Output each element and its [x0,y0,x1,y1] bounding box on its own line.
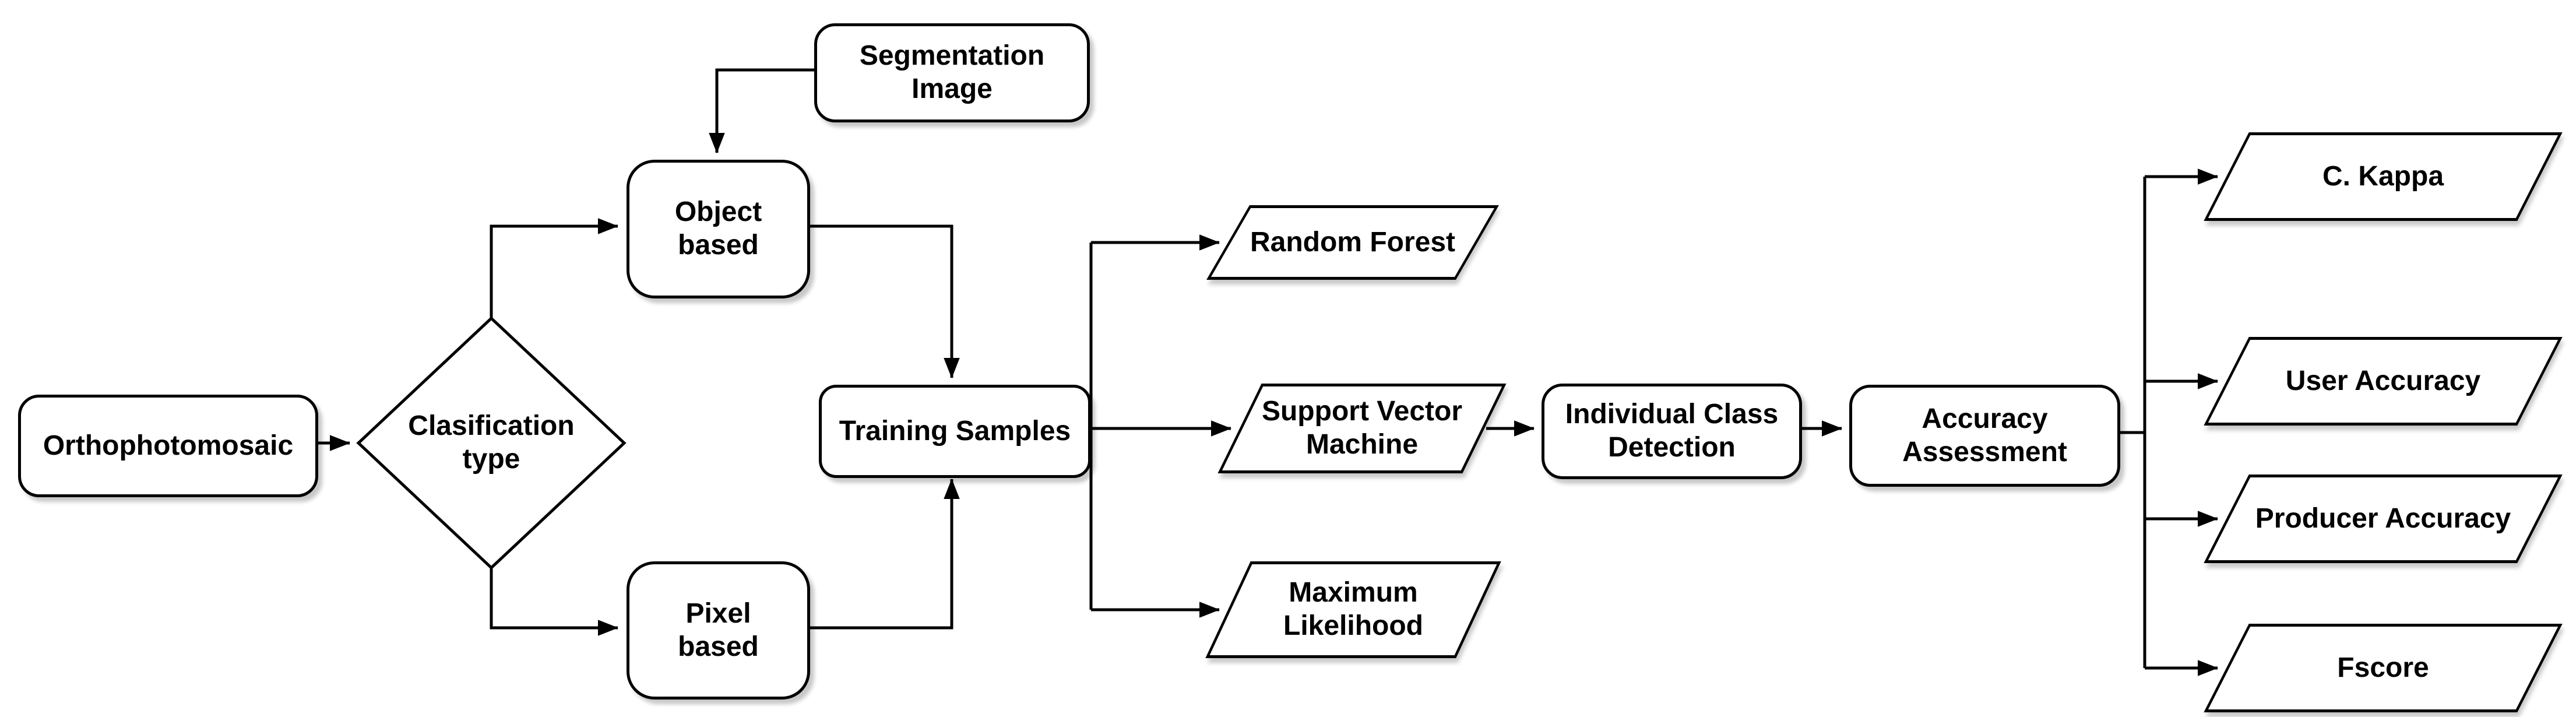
node-individual-class-detection-label: Individual Class Detection [1565,399,1779,463]
node-segmentation-image: Segmentation Image [814,23,1090,122]
node-object-based-label: Object based [674,196,762,261]
node-training-samples-label: Training Samples [839,415,1071,447]
node-maximum-likelihood: Maximum Likelihood [1205,561,1501,658]
edge-clasification-type-to-object-based [490,218,618,318]
node-random-forest-label: Random Forest [1250,226,1456,258]
edge-clasification-type-to-pixel-based [490,568,618,636]
node-accuracy-assessment-label: Accuracy Assessment [1902,403,2067,468]
node-support-vector-machine-label: Support Vector Machine [1261,396,1463,460]
node-fscore-label: Fscore [2337,652,2429,683]
node-user-accuracy-label: User Accuracy [2285,365,2481,396]
node-c-kappa-label: C. Kappa [2322,160,2444,192]
node-orthophotomosaic: Orthophotomosaic [18,395,318,497]
node-accuracy-assessment: Accuracy Assessment [1849,385,2120,487]
node-pixel-based: Pixel based [627,561,810,700]
node-fscore: Fscore [2204,624,2563,712]
node-producer-accuracy: Producer Accuracy [2204,475,2563,563]
node-object-based: Object based [627,160,810,298]
node-c-kappa: C. Kappa [2204,132,2563,221]
node-clasification-type-shape [356,316,627,570]
node-support-vector-machine: Support Vector Machine [1217,384,1507,473]
node-orthophotomosaic-label: Orthophotomosaic [43,430,294,461]
node-individual-class-detection: Individual Class Detection [1542,384,1802,479]
node-training-samples: Training Samples [819,385,1091,478]
node-pixel-based-label: Pixel based [678,598,759,662]
node-clasification-type-label: Clasification type [408,410,575,475]
node-maximum-likelihood-label: Maximum Likelihood [1283,577,1423,641]
node-segmentation-image-label: Segmentation Image [859,40,1045,104]
node-producer-accuracy-label: Producer Accuracy [2255,502,2511,534]
node-random-forest: Random Forest [1206,205,1499,280]
node-clasification-type: Clasification type [375,385,608,501]
edge-pixel-based-to-training-samples [804,479,960,630]
edge-segmentation-image-to-object-based [709,68,814,153]
edge-object-based-to-training-samples [804,224,960,378]
node-user-accuracy: User Accuracy [2204,337,2563,426]
